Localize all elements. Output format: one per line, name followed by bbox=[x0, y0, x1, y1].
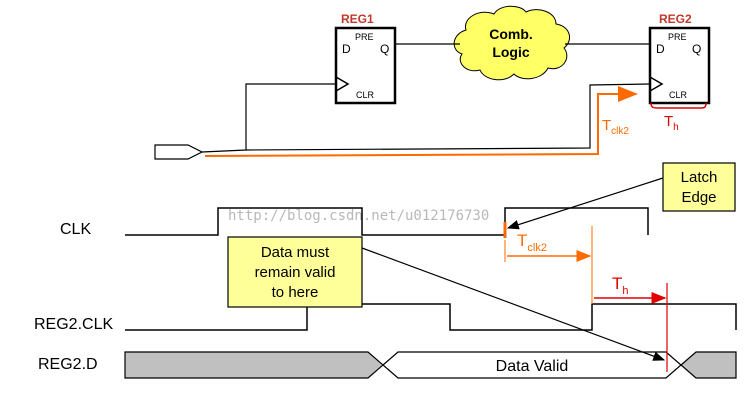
reg1-d-label: D bbox=[342, 42, 351, 56]
clk-signal-label: CLK bbox=[60, 221, 91, 238]
reg2-clk-waveform bbox=[125, 303, 737, 331]
reg2-clr-label: CLR bbox=[669, 90, 688, 100]
reg2-pre-label: PRE bbox=[668, 32, 687, 42]
tclk2-schematic-label: Tclk2 bbox=[602, 117, 629, 137]
reg1-pre-label: PRE bbox=[355, 32, 374, 42]
clk-to-reg1-wire bbox=[201, 83, 336, 153]
th-schematic-label: Th bbox=[664, 113, 679, 133]
latch-edge-line2: Edge bbox=[681, 189, 716, 206]
data-must-line2: remain valid bbox=[255, 264, 336, 281]
tclk2-delay-path bbox=[204, 86, 638, 157]
reg1-q-label: Q bbox=[380, 42, 389, 56]
clk-to-reg2-wire bbox=[245, 83, 651, 151]
reg2-d-invalid-before bbox=[124, 351, 384, 379]
data-must-pointer bbox=[361, 247, 666, 361]
clk-waveform bbox=[125, 207, 649, 236]
reg1-title: REG1 bbox=[341, 12, 374, 26]
tclk2-timing-label: Tclk2 bbox=[517, 231, 547, 254]
th-bracket bbox=[650, 102, 707, 109]
latch-edge-line1: Latch bbox=[681, 169, 718, 186]
th-timing-label: Th bbox=[612, 274, 629, 297]
watermark-text: http://blog.csdn.net/u012176730 bbox=[228, 208, 489, 224]
reg2-d-label: D bbox=[656, 42, 665, 56]
reg1-flipflop: REG1 PRE D Q CLR bbox=[334, 12, 397, 105]
reg2-d-invalid-after bbox=[680, 351, 737, 379]
latch-edge-pointer bbox=[506, 177, 664, 230]
data-must-note bbox=[227, 236, 363, 308]
reg2-clk-signal-label: REG2.CLK bbox=[34, 316, 113, 333]
data-must-line3: to here bbox=[272, 284, 319, 301]
reg1-clock-triangle bbox=[335, 76, 350, 92]
reg1-clr-label: CLR bbox=[356, 90, 375, 100]
reg2-d-signal-label: REG2.D bbox=[38, 356, 98, 373]
comb-logic-line1: Comb. bbox=[489, 26, 533, 42]
clock-input-pad bbox=[154, 144, 204, 160]
reg2-q-label: Q bbox=[692, 42, 701, 56]
data-valid-label: Data Valid bbox=[496, 358, 569, 375]
reg2-title: REG2 bbox=[659, 12, 692, 26]
reg2-flipflop: REG2 PRE D Q CLR bbox=[648, 12, 711, 105]
comb-logic-cloud: Comb. Logic bbox=[453, 5, 571, 81]
reg2-clock-triangle bbox=[649, 76, 664, 92]
comb-logic-line2: Logic bbox=[492, 44, 530, 60]
latch-edge-note bbox=[662, 162, 736, 212]
data-must-line1: Data must bbox=[261, 244, 330, 261]
